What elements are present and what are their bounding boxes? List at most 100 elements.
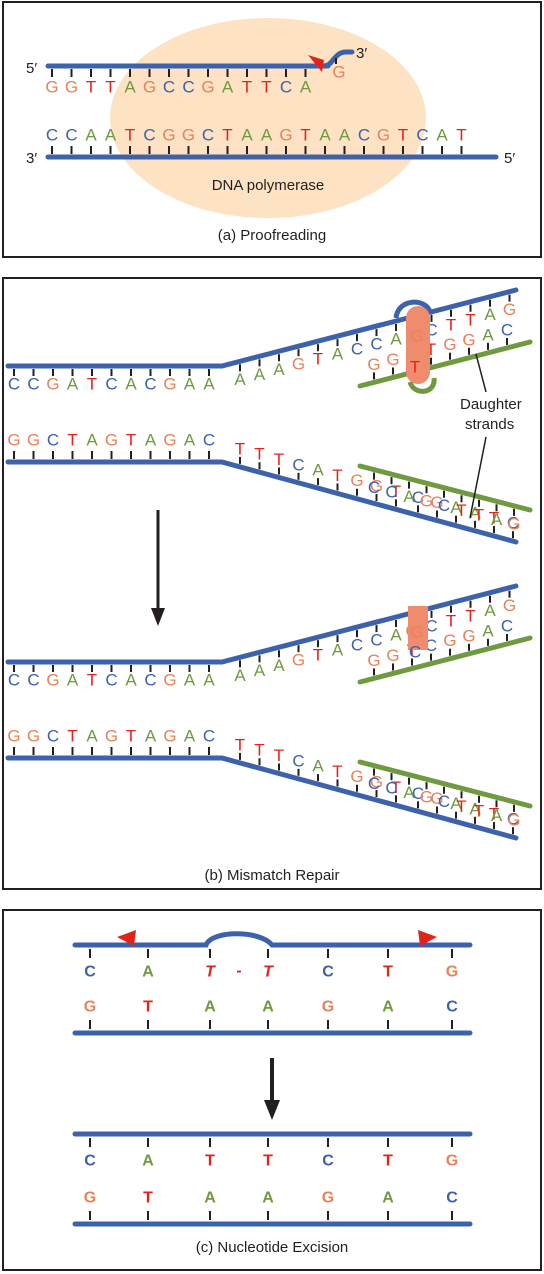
nucleotide-base: A (436, 126, 448, 145)
nucleotide-base: C (105, 671, 117, 690)
bottom-right-end-label: 5′ (504, 150, 515, 167)
nucleotide-base: G (446, 1153, 458, 1170)
nucleotide-base: G (105, 727, 118, 746)
nucleotide-base: C (501, 320, 513, 339)
top-strand-ticks (51, 69, 307, 77)
nucleotide-base: C (368, 774, 380, 793)
parent-strand-lower (5, 755, 519, 841)
nucleotide-base: C (202, 126, 214, 145)
nucleotide-base: G (410, 623, 423, 642)
nucleotide-base: C (438, 792, 450, 811)
nucleotide-base: G (350, 471, 363, 490)
nucleotide-base: T (274, 746, 284, 765)
nucleotide-base: A (332, 345, 344, 364)
right-incision-arrowhead-icon (418, 930, 437, 946)
nucleotide-base: A (145, 431, 157, 450)
nucleotide-base: T (383, 1153, 393, 1170)
nucleotide-base: T (465, 310, 475, 329)
nucleotide-base: A (390, 626, 402, 645)
nucleotide-base: C (507, 514, 519, 533)
nucleotide-base: T (332, 466, 342, 485)
nucleotide-base: G (370, 477, 383, 496)
nucleotide-base: C (438, 496, 450, 515)
nucleotide-base: G (163, 671, 176, 690)
nucleotide-base: A (142, 1153, 154, 1170)
daughter-pointer-upper (475, 353, 487, 393)
nucleotide-base: A (450, 498, 462, 517)
nucleotide-base: T (456, 501, 466, 520)
nucleotide-base: A (382, 1190, 394, 1207)
nucleotide-base: C (182, 78, 194, 97)
nucleotide-base: C (84, 964, 96, 981)
nucleotide-base: T (410, 358, 420, 377)
nucleotide-base: T (474, 801, 484, 820)
nucleotide-base: C (409, 643, 421, 662)
nucleotide-base: C (47, 431, 59, 450)
nucleotide-base: A (312, 461, 324, 480)
nucleotide-base: G (443, 335, 456, 354)
nucleotide-base: C (292, 455, 304, 474)
nucleotide-base: C (425, 616, 437, 635)
nucleotide-base: G (462, 330, 475, 349)
nucleotide-base: T (126, 727, 136, 746)
top-right-end-label: 3′ (356, 45, 367, 62)
nucleotide-base: C (501, 616, 513, 635)
nucleotide-base: G (322, 1190, 334, 1207)
down-arrow-icon (151, 608, 165, 626)
nucleotide-base: C (203, 727, 215, 746)
nucleotide-base: T (274, 450, 284, 469)
nucleotide-base: A (312, 757, 324, 776)
nucleotide-base: A (85, 126, 97, 145)
nucleotide-base: C (385, 779, 397, 798)
nucleotide-base: G (105, 431, 118, 450)
nucleotide-base: A (332, 641, 344, 660)
nucleotide-base: A (145, 727, 157, 746)
nucleotide-base: G (462, 626, 475, 645)
nucleotide-base: G (84, 999, 96, 1016)
nucleotide-base: A (234, 666, 246, 685)
nucleotide-base: C (144, 671, 156, 690)
daughter-pointer-lower (469, 436, 487, 519)
nucleotide-base: C (416, 126, 428, 145)
nucleotide-base: T (391, 482, 401, 501)
down-arrow-icon-excision (264, 1100, 280, 1120)
nucleotide-base: C (370, 335, 382, 354)
bottom-left-end-label: 3′ (26, 150, 37, 167)
nucleotide-base: T (300, 126, 310, 145)
nucleotide-base: G (446, 964, 458, 981)
daughter-strand-lower (357, 759, 533, 809)
nucleotide-base: T (313, 646, 323, 665)
nucleotide-base: C (412, 784, 424, 803)
nucleotide-base: T (489, 509, 499, 528)
nucleotide-base: A (125, 375, 137, 394)
nucleotide-base: A (67, 375, 79, 394)
nucleotide-base: C (322, 964, 334, 981)
corrected-base-highlight (408, 606, 428, 650)
nucleotide-base: T (67, 727, 77, 746)
nucleotide-base: T (456, 126, 466, 145)
nucleotide-base: G (46, 671, 59, 690)
nucleotide-base: A (105, 126, 117, 145)
mismatch-highlight (406, 306, 430, 384)
nucleotide-base: A (482, 325, 494, 344)
nucleotide-base: T (489, 805, 499, 824)
nucleotide-base: G (84, 1190, 96, 1207)
panel-c-frame (2, 909, 542, 1271)
nucleotide-base: T (313, 350, 323, 369)
nucleotide-base: C (163, 78, 175, 97)
nucleotide-base: T (87, 671, 97, 690)
nucleotide-base: C (143, 126, 155, 145)
nucleotide-base: G (45, 78, 58, 97)
nucleotide-base: A (262, 999, 274, 1016)
nucleotide-base: A (124, 78, 136, 97)
nucleotide-base: A (300, 78, 312, 97)
nucleotide-base: T (222, 126, 232, 145)
nucleotide-base: A (86, 727, 98, 746)
nucleotide-base: T (235, 735, 245, 754)
nucleotide-base: A (403, 783, 415, 802)
nucleotide-base: A (184, 727, 196, 746)
nucleotide-base: A (184, 375, 196, 394)
